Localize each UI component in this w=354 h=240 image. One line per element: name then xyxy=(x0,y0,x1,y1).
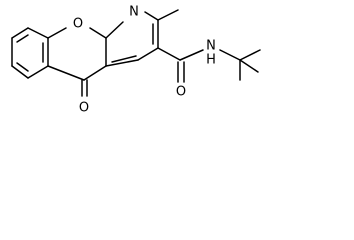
bond xyxy=(89,27,107,39)
amide-hydrogen-label: H xyxy=(206,53,216,68)
amide-bond xyxy=(179,49,204,61)
pyridine-nitrogen-label: N xyxy=(129,5,139,20)
tert-butyl-bond xyxy=(219,49,241,61)
amide-carbon-bond xyxy=(157,47,181,61)
double-bond-inner xyxy=(16,62,29,72)
pyranone-ring xyxy=(47,27,107,97)
bond xyxy=(83,65,107,81)
benzene-ring xyxy=(11,27,49,79)
bond xyxy=(137,47,159,61)
bond xyxy=(239,49,261,61)
chemical-structure-diagram: O N O N H O xyxy=(11,5,261,116)
amide-nitrogen-label: N xyxy=(206,39,216,54)
amide-carbonyl-oxygen-label: O xyxy=(176,85,186,100)
carbonyl-oxygen-label: O xyxy=(79,101,89,116)
amide-group xyxy=(177,49,241,83)
bond xyxy=(105,21,124,39)
bond xyxy=(27,65,49,79)
bond xyxy=(11,27,29,39)
bond xyxy=(47,27,67,39)
bond xyxy=(47,65,85,81)
tert-butyl-group xyxy=(239,49,261,81)
bond xyxy=(105,59,139,67)
bond xyxy=(27,27,49,39)
bond xyxy=(239,59,259,73)
ring-oxygen-label: O xyxy=(73,17,83,32)
double-bond-inner xyxy=(111,55,137,63)
bond xyxy=(11,65,29,79)
methyl-bond xyxy=(157,9,179,21)
bond xyxy=(144,11,159,21)
pyridine-ring xyxy=(105,9,181,67)
double-bond-inner xyxy=(16,34,29,43)
